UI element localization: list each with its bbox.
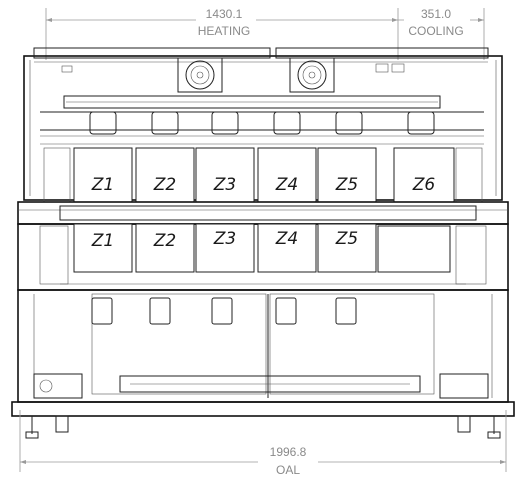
lower-cabinet (17, 289, 509, 403)
lower-zone-5 (317, 223, 377, 273)
lower-zones: Z1 Z2 Z3 Z4 Z5 (17, 223, 509, 291)
upper-zones: Z1 Z2 Z3 Z4 Z5 Z6 (40, 143, 484, 203)
dimension-cooling: 351.0 COOLING (398, 7, 485, 60)
upper-zone-label: Z1 (91, 175, 114, 195)
top-enclosure (23, 47, 503, 201)
upper-zone-label: Z3 (213, 175, 236, 195)
dimension-overall: 1996.8 OAL (19, 410, 507, 478)
dimension-heating: 1430.1 HEATING (45, 7, 399, 60)
heating-value: 1430.1 (206, 7, 243, 21)
lower-zone-label: Z5 (335, 229, 358, 249)
lower-zone-label: Z4 (275, 229, 298, 249)
lower-zone-label: Z3 (213, 229, 236, 249)
upper-blowers (89, 111, 435, 135)
cooling-value: 351.0 (421, 7, 451, 21)
lower-zone-1 (73, 223, 133, 273)
upper-zone-label: Z6 (412, 175, 436, 195)
upper-zone-label: Z4 (275, 175, 298, 195)
lower-zone-4 (257, 223, 317, 273)
fan-icon (177, 57, 223, 93)
upper-zone-4 (257, 147, 317, 203)
heating-label: HEATING (198, 24, 250, 38)
fan-icon (289, 57, 335, 93)
conveyor-band (17, 201, 509, 225)
upper-zone-1 (73, 147, 133, 203)
upper-zone-3 (195, 147, 255, 203)
overall-label: OAL (276, 463, 300, 477)
upper-zone-label: Z5 (335, 175, 358, 195)
cooling-label: COOLING (408, 24, 463, 38)
upper-zone-6 (393, 147, 455, 203)
lower-zone-label: Z1 (91, 231, 114, 251)
overall-value: 1996.8 (270, 445, 307, 459)
lower-zone-2 (135, 223, 195, 273)
upper-zone-5 (317, 147, 377, 203)
upper-zone-2 (135, 147, 195, 203)
upper-zone-label: Z2 (153, 175, 176, 195)
lower-zone-label: Z2 (153, 231, 176, 251)
lower-zone-3 (195, 223, 255, 273)
base-frame (11, 401, 515, 439)
